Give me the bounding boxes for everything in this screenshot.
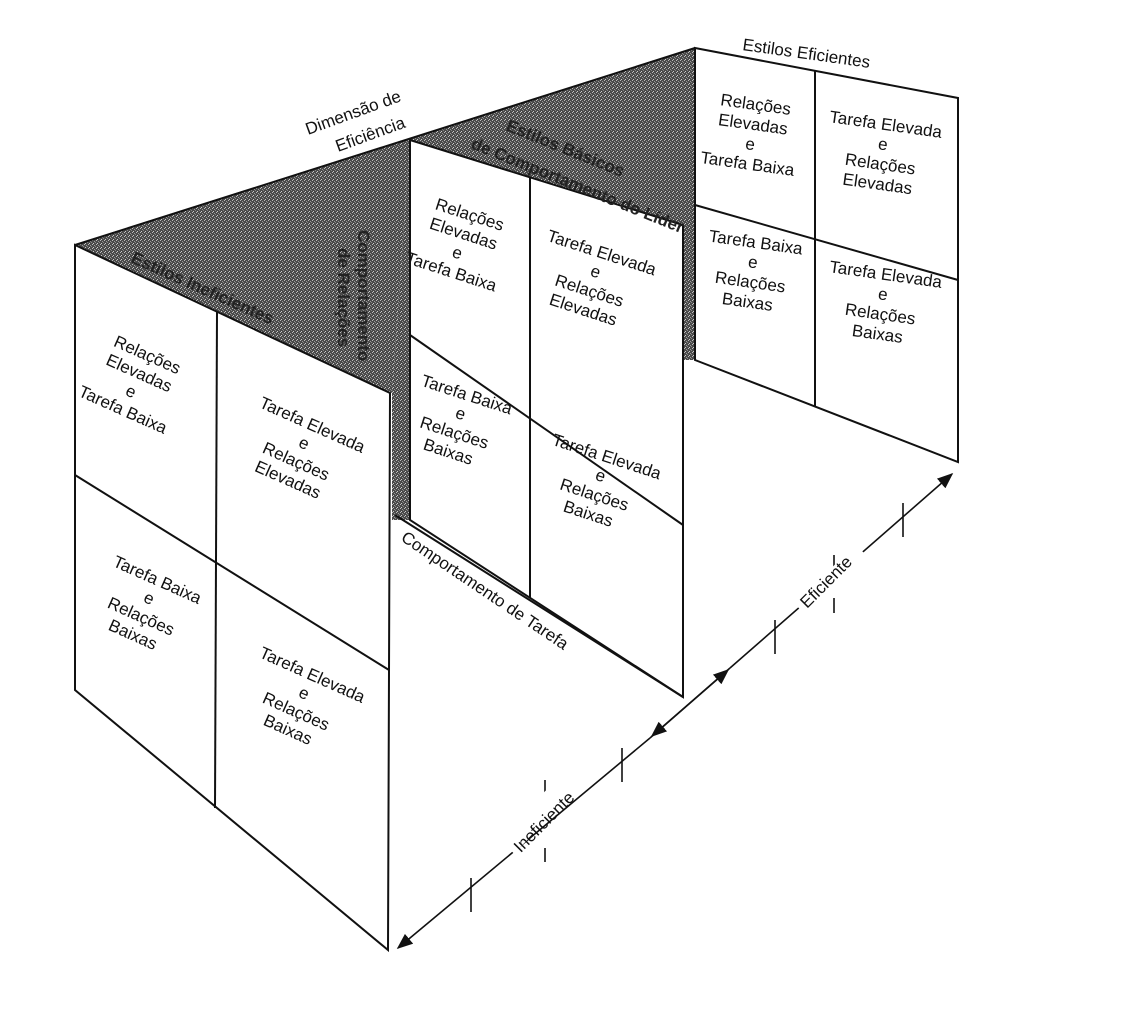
side-shaded-strip: [392, 140, 410, 520]
back-panel-horizontal-divider: [694, 204, 959, 281]
quadrant-line: e: [747, 252, 759, 272]
inner-arrow-up: [689, 668, 730, 704]
shaded-planes: [75, 48, 695, 520]
quadrant-line: e: [877, 284, 889, 304]
efficiency-edge: [74, 47, 696, 246]
quadrant-line: e: [877, 134, 889, 154]
inner-arrow-down: [650, 702, 691, 738]
quadrant-line: e: [744, 134, 756, 154]
front-panel-vertical-divider: [214, 311, 218, 809]
task-axis-edge: [394, 514, 684, 698]
back-panel: [694, 46, 959, 464]
relationship-behavior-label-2: de Relações: [334, 248, 353, 347]
top-shaded-plane: [75, 48, 695, 393]
relationship-behavior-label-1: Comportamento: [354, 230, 373, 361]
middle-panel-horizontal-divider: [409, 334, 684, 526]
front-panel: [74, 243, 392, 953]
middle-shaded-strip: [683, 225, 695, 360]
panel-lines: [74, 46, 959, 953]
front-panel-horizontal-divider: [74, 474, 390, 671]
